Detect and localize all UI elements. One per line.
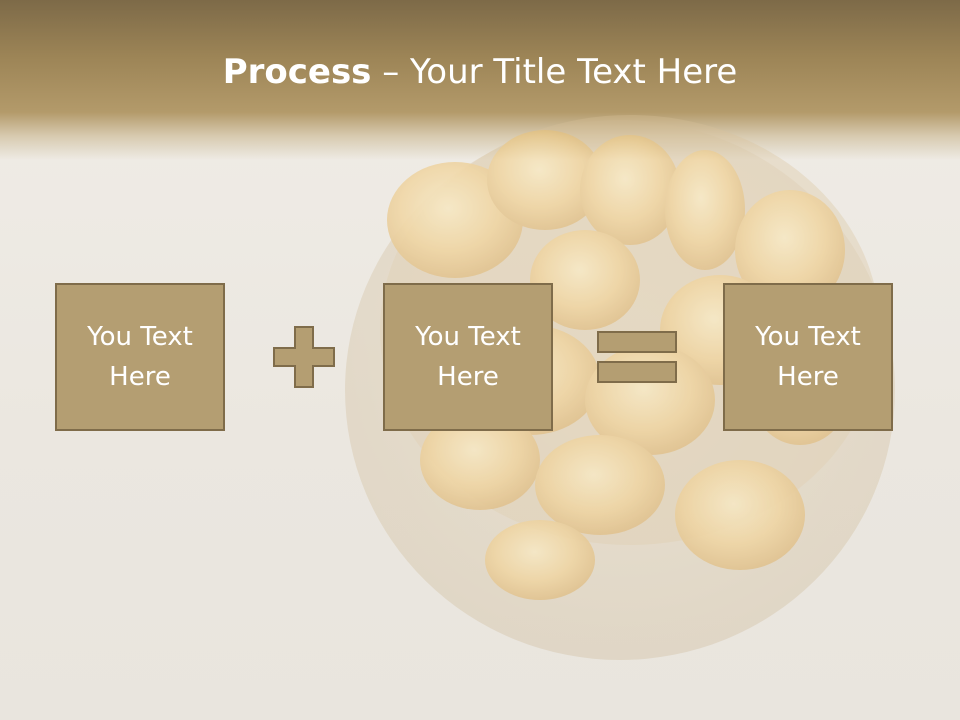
plus-icon	[273, 326, 335, 388]
process-box-2[interactable]: You Text Here	[383, 283, 553, 431]
equals-icon	[597, 331, 677, 383]
title-strong: Process	[222, 52, 372, 92]
box-2-line-2: Here	[437, 362, 499, 392]
title-rest: – Your Title Text Here	[371, 52, 738, 92]
header-band	[0, 0, 960, 160]
box-3-line-2: Here	[777, 362, 839, 392]
process-box-3[interactable]: You Text Here	[723, 283, 893, 431]
box-3-line-1: You Text	[755, 322, 861, 352]
process-box-1[interactable]: You Text Here	[55, 283, 225, 431]
slide-title: Process – Your Title Text Here	[0, 52, 960, 92]
box-2-line-1: You Text	[415, 322, 521, 352]
box-1-line-1: You Text	[87, 322, 193, 352]
box-1-line-2: Here	[109, 362, 171, 392]
